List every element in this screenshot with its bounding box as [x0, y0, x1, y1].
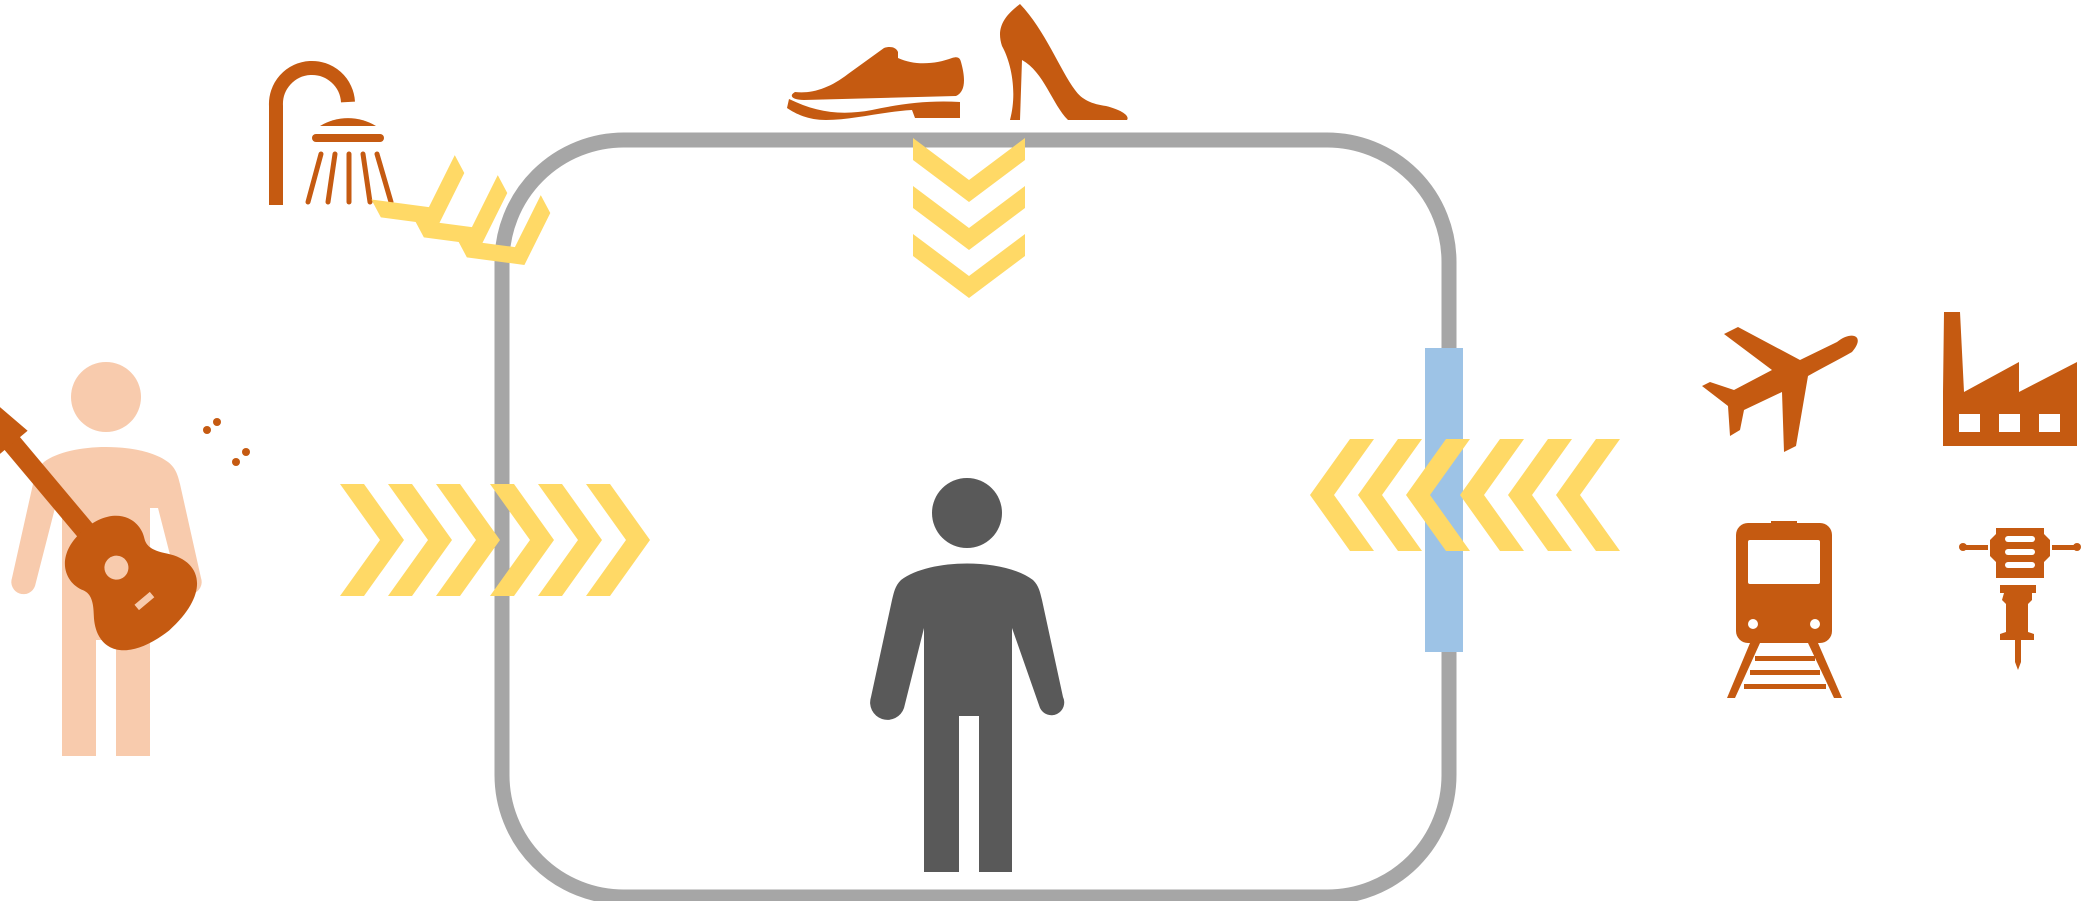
shoe-icon [787, 47, 964, 120]
noise-arrows-from-outside [1310, 439, 1620, 551]
factory-icon [1943, 312, 2077, 446]
train-icon [1727, 521, 1842, 698]
jackhammer-icon [1959, 528, 2081, 670]
high-heel-icon [1000, 4, 1128, 120]
noise-arrows-from-above [913, 138, 1025, 298]
airplane-icon [1702, 327, 1858, 452]
shower-icon [276, 68, 391, 205]
listener-person-icon [870, 478, 1064, 872]
